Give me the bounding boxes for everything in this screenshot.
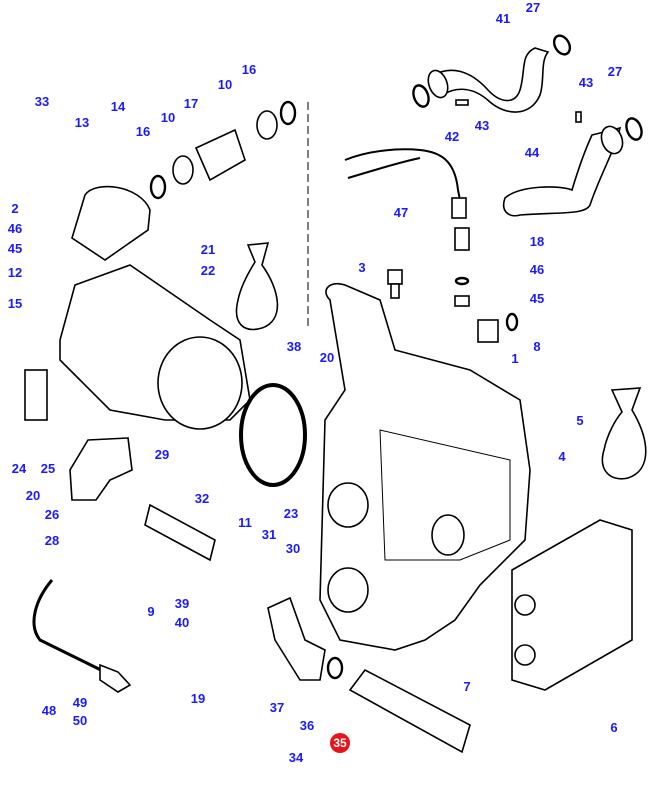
callout-50[interactable]: 50 [72, 713, 88, 728]
pipe-41 [427, 47, 550, 113]
callout-38[interactable]: 38 [286, 339, 302, 354]
harness-47 [344, 148, 467, 219]
main-housing [319, 282, 531, 651]
fitting-37 [267, 596, 326, 681]
callout-4[interactable]: 4 [558, 449, 566, 464]
callout-31[interactable]: 31 [261, 527, 277, 542]
callout-15[interactable]: 15 [7, 296, 23, 311]
callout-30[interactable]: 30 [285, 541, 301, 556]
callout-18[interactable]: 18 [529, 234, 545, 249]
valve-24 [24, 369, 48, 421]
callout-5[interactable]: 5 [576, 413, 584, 428]
callout-44[interactable]: 44 [524, 145, 540, 160]
callout-36[interactable]: 36 [299, 718, 315, 733]
oring-27a [552, 34, 572, 56]
callout-28[interactable]: 28 [44, 533, 60, 548]
callout-46[interactable]: 46 [7, 221, 23, 236]
callout-47[interactable]: 47 [393, 205, 409, 220]
callout-32[interactable]: 32 [194, 491, 210, 506]
callout-13[interactable]: 13 [74, 115, 90, 130]
plug-3 [387, 269, 403, 299]
callout-6[interactable]: 6 [610, 720, 618, 735]
callout-26[interactable]: 26 [44, 507, 60, 522]
oring-36 [326, 656, 344, 680]
sensor-18 [454, 227, 470, 307]
callout-8[interactable]: 8 [533, 339, 541, 354]
callout-35[interactable]: 35 [330, 733, 350, 753]
callout-45[interactable]: 45 [7, 241, 23, 256]
callout-43[interactable]: 43 [578, 75, 594, 90]
callout-9[interactable]: 9 [147, 604, 155, 619]
callout-16[interactable]: 16 [135, 124, 151, 139]
callout-49[interactable]: 49 [72, 695, 88, 710]
oring-42 [412, 84, 430, 108]
seal-kit-bag-21 [235, 242, 279, 331]
valve-block-4 [511, 519, 633, 691]
shaft-35 [348, 668, 471, 754]
plug-1 [477, 312, 519, 343]
callout-27[interactable]: 27 [607, 64, 623, 79]
callout-10[interactable]: 10 [217, 77, 233, 92]
cover-12 [71, 185, 151, 261]
tube-32 [144, 503, 216, 562]
callout-10[interactable]: 10 [160, 110, 176, 125]
seal-kit-bag-5 [601, 387, 647, 480]
callout-2[interactable]: 2 [11, 201, 19, 216]
callout-34[interactable]: 34 [288, 750, 304, 765]
seal-10a [172, 155, 194, 185]
pump-body [59, 264, 251, 430]
callout-12[interactable]: 12 [7, 265, 23, 280]
callout-14[interactable]: 14 [110, 99, 126, 114]
callout-48[interactable]: 48 [41, 703, 57, 718]
callout-25[interactable]: 25 [40, 461, 56, 476]
callout-45[interactable]: 45 [529, 291, 545, 306]
callout-20[interactable]: 20 [25, 488, 41, 503]
callout-43[interactable]: 43 [474, 118, 490, 133]
callout-24[interactable]: 24 [11, 461, 27, 476]
oring-27b [625, 117, 643, 141]
oring-16a [149, 174, 167, 200]
pin-43b [575, 111, 582, 123]
callout-39[interactable]: 39 [174, 596, 190, 611]
callout-37[interactable]: 37 [269, 700, 285, 715]
callout-19[interactable]: 19 [190, 691, 206, 706]
pin-43a [455, 99, 469, 106]
pipe-44 [502, 125, 624, 217]
elbow-26 [69, 437, 133, 501]
sleeve-17 [194, 128, 246, 182]
callout-22[interactable]: 22 [200, 263, 216, 278]
callout-33[interactable]: 33 [34, 94, 50, 109]
callout-16[interactable]: 16 [241, 62, 257, 77]
callout-7[interactable]: 7 [463, 679, 471, 694]
callout-17[interactable]: 17 [183, 96, 199, 111]
callout-3[interactable]: 3 [358, 260, 366, 275]
oring-16b [279, 100, 297, 126]
callout-40[interactable]: 40 [174, 615, 190, 630]
callout-11[interactable]: 11 [238, 515, 252, 530]
callout-42[interactable]: 42 [444, 129, 460, 144]
callout-20[interactable]: 20 [319, 350, 335, 365]
seal-10b [256, 110, 278, 140]
sensor-cable-48 [32, 579, 132, 693]
callout-46[interactable]: 46 [529, 262, 545, 277]
callout-41[interactable]: 41 [495, 11, 511, 26]
callout-1[interactable]: 1 [511, 351, 519, 366]
callout-27[interactable]: 27 [525, 0, 541, 15]
callout-21[interactable]: 21 [200, 242, 216, 257]
callout-29[interactable]: 29 [154, 447, 170, 462]
oring-23 [239, 383, 307, 487]
callout-23[interactable]: 23 [283, 506, 299, 521]
